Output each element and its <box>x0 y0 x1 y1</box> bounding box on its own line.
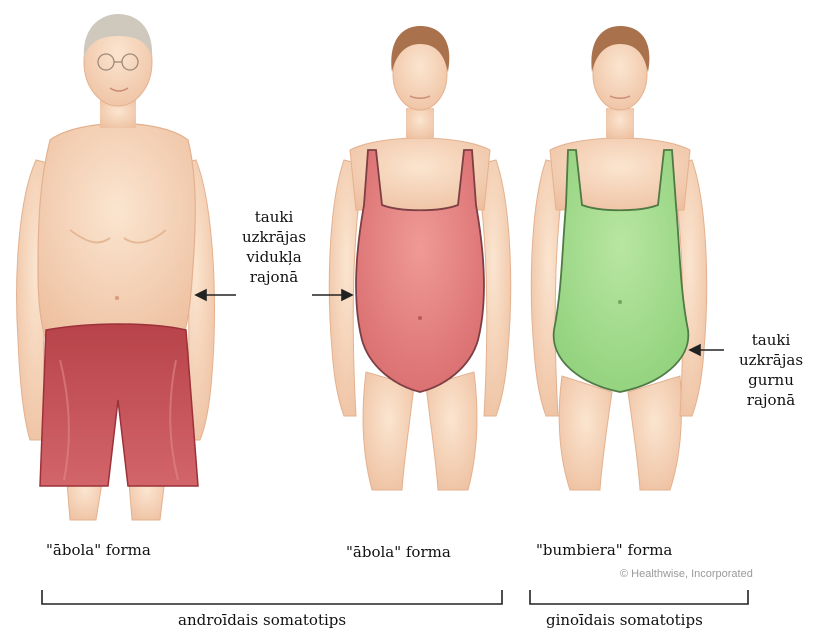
hip-annotation-line-3: gurnu <box>728 370 814 390</box>
hip-annotation-line-2: uzkrājas <box>728 350 814 370</box>
waist-annotation-line-3: vidukļa <box>222 247 326 267</box>
woman-pear-figure <box>531 26 706 490</box>
copyright-credit: © Healthwise, Incorporated <box>620 568 753 580</box>
group-brackets <box>42 590 748 604</box>
figure-label-man: "ābola" forma <box>46 540 151 560</box>
woman-apple-figure <box>329 26 510 490</box>
waist-annotation: tauki uzkrājas vidukļa rajonā <box>222 207 326 287</box>
figure-label-woman-apple: "ābola" forma <box>346 542 451 562</box>
waist-annotation-line-4: rajonā <box>222 267 326 287</box>
man-figure <box>17 14 215 520</box>
waist-arrows <box>196 290 352 300</box>
waist-annotation-line-2: uzkrājas <box>222 227 326 247</box>
android-group-label: androīdais somatotips <box>178 610 346 630</box>
waist-annotation-line-1: tauki <box>222 207 326 227</box>
gynoid-bracket <box>530 590 748 604</box>
android-bracket <box>42 590 502 604</box>
hip-annotation-line-4: rajonā <box>728 390 814 410</box>
hip-annotation-line-1: tauki <box>728 330 814 350</box>
gynoid-group-label: ginoīdais somatotips <box>546 610 703 630</box>
hip-annotation: tauki uzkrājas gurnu rajonā <box>728 330 814 410</box>
figure-label-woman-pear: "bumbiera" forma <box>536 540 672 560</box>
